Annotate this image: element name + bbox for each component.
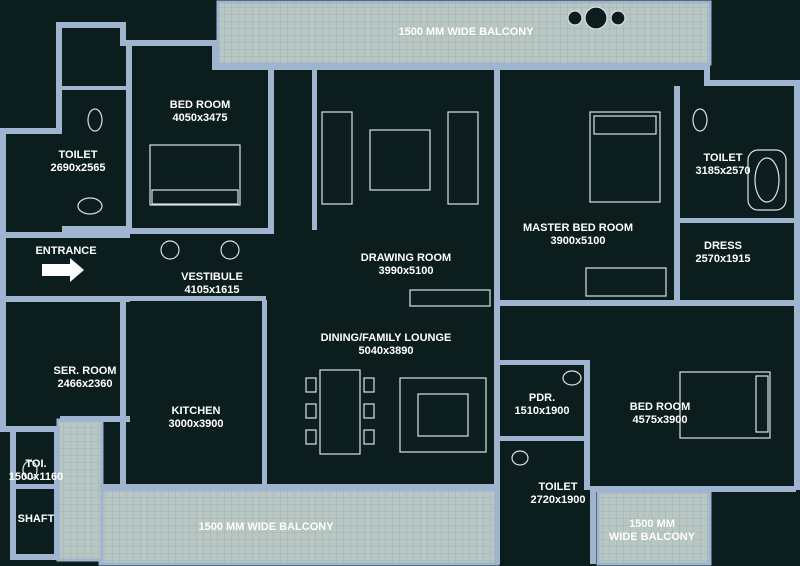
bed-icon (149, 111, 771, 439)
vestibule-size: 4105x1615 (184, 284, 239, 296)
toilet-1-size: 2690x2565 (50, 162, 105, 174)
entrance-label: ENTRANCE (35, 245, 96, 257)
master-bed-room-size: 3900x5100 (550, 235, 605, 247)
balcony-bottom (98, 488, 500, 566)
toi-label: TOI. (25, 458, 46, 470)
dining-family-lounge-label: DINING/FAMILY LOUNGE (321, 332, 452, 344)
toilet-1-label: TOILET (59, 149, 98, 161)
wc-icon (22, 108, 708, 480)
pdr-label: PDR. (529, 392, 555, 404)
dining-table-icon (305, 369, 375, 455)
toilet-3-label: TOILET (539, 481, 578, 493)
ser-room-size: 2466x2360 (57, 378, 112, 390)
vestibule-label: VESTIBULE (181, 271, 243, 283)
balcony-small-label-2: WIDE BALCONY (609, 531, 696, 543)
drawing-room-label: DRAWING ROOM (361, 252, 451, 264)
balcony-top (216, 0, 712, 66)
toi-size: 1500x1160 (9, 471, 63, 483)
plant-pot-icon (160, 6, 626, 260)
sofa-icon (321, 111, 667, 453)
bed-room-2-label: BED ROOM (630, 401, 691, 413)
bed-room-1-label: BED ROOM (170, 99, 231, 111)
bathtub-icon (747, 149, 787, 211)
walls (0, 22, 800, 564)
drawing-room-size: 3990x5100 (378, 265, 433, 277)
dress-size: 2570x1915 (695, 253, 750, 265)
toilet-3-size: 2720x1900 (530, 494, 585, 506)
balcony-small-label: 1500 MM (629, 518, 675, 530)
bed-room-2-size: 4575x3900 (632, 414, 687, 426)
washbasin-icon (77, 197, 582, 386)
pdr-size: 1510x1900 (514, 405, 569, 417)
toilet-2-size: 3185x2570 (695, 165, 750, 177)
toilet-2-label: TOILET (704, 152, 743, 164)
room-labels: 1500 MM WIDE BALCONY BED ROOM 4050x3475 … (9, 26, 751, 543)
master-bed-room-label: MASTER BED ROOM (523, 222, 633, 234)
balcony-top-label: 1500 MM WIDE BALCONY (398, 26, 534, 38)
entrance-arrow-icon (42, 258, 84, 282)
dining-family-lounge-size: 5040x3890 (358, 345, 413, 357)
kitchen-label: KITCHEN (172, 405, 221, 417)
ser-room-label: SER. ROOM (54, 365, 117, 377)
kitchen-size: 3000x3900 (168, 418, 223, 430)
dress-label: DRESS (704, 240, 742, 252)
balcony-bottom-label: 1500 MM WIDE BALCONY (198, 521, 334, 533)
bed-room-1-size: 4050x3475 (172, 112, 227, 124)
shaft-label: SHAFT (18, 513, 55, 525)
balcony-left-strip (56, 418, 104, 562)
